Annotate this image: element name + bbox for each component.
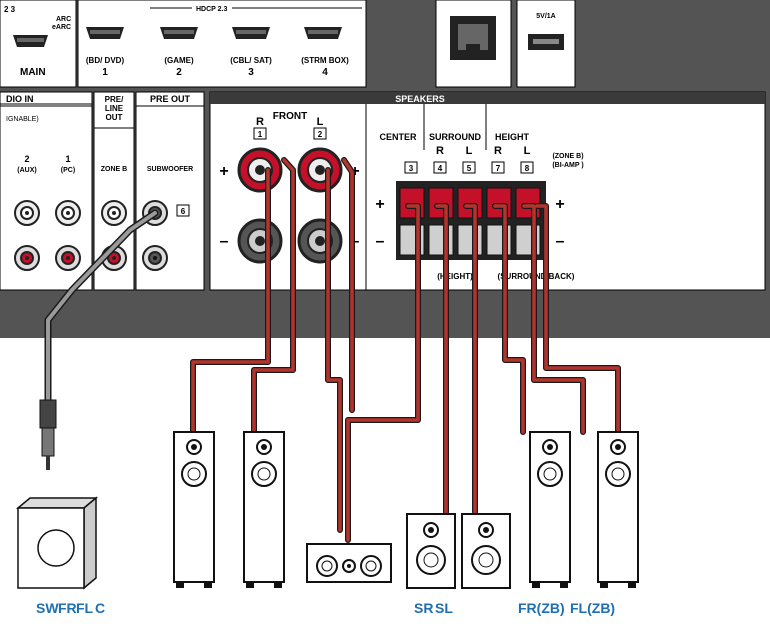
speaker-fr [173,431,215,588]
terminal-plus-left: + [375,196,384,213]
audio-in-2-num: 2 [24,154,29,164]
terminal-minus-right: – [556,233,565,250]
channel-number-boxes [404,161,534,174]
caption-sr: SR [414,600,433,616]
speaker-fl [243,431,285,588]
front-r-label: R [256,116,264,128]
terminal-minus-left: – [376,233,385,250]
hdmi-in-4-num: 4 [322,67,328,78]
center-num: 3 [409,164,414,173]
audio-in-1-num: 1 [65,154,70,164]
zone-b-label: (ZONE B) [552,153,583,160]
hdmi-in-1-port[interactable] [86,27,124,39]
speaker-sl [461,513,511,589]
caption-fr-zb: FR(ZB) [518,600,565,616]
front-l-num: 2 [318,130,323,139]
caption-sw: SW [36,600,59,616]
hdmi-in-3-num: 3 [248,67,254,78]
front-l-label: L [317,116,324,128]
hdmi-out-label: 2 3 [4,5,16,14]
usb-label: 5V/1A [536,13,555,20]
hdmi-main-port[interactable] [13,35,48,47]
height-r-label: R [494,145,502,157]
hdmi-in-1-num: 1 [102,67,108,78]
audio-in-1-name: (PC) [61,167,75,174]
pre-out-title: PRE OUT [150,94,191,104]
audio-in-2-name: (AUX) [17,167,36,174]
height-label: HEIGHT [495,132,530,142]
hdmi-in-section [77,0,367,88]
center-label: CENTER [379,132,417,142]
rca-jack-pc-white[interactable] [55,200,81,226]
pre-line-out-title-1: PRE/ [105,95,124,104]
surround-r-label: R [436,145,444,157]
pre-out-subwoofer: SUBWOOFER [147,166,193,173]
speakers-title: SPEAKERS [395,94,445,104]
front-r-num: 1 [258,130,263,139]
rca-jack-aux-red[interactable] [14,245,40,271]
pre-line-out-title-3: OUT [106,113,123,122]
rca-jack-aux-white[interactable] [14,200,40,226]
speaker-sr [406,513,456,589]
speaker-c [306,543,392,583]
hdcp-label: HDCP 2.3 [196,6,227,13]
surround-l-num: 5 [467,164,472,173]
hdmi-in-3-port[interactable] [232,27,270,39]
subwoofer-cable-plug [39,399,57,470]
hdmi-in-3-name: (CBL/ SAT) [230,56,272,65]
rca-jack-pc-red[interactable] [55,245,81,271]
lan-port[interactable] [450,16,496,60]
height-l-num: 8 [525,164,530,173]
speakers-title-bar [210,92,765,104]
front-l-minus-terminal[interactable] [297,218,343,264]
caption-fl: FL [76,600,94,616]
front-l-plus-terminal[interactable] [297,147,343,193]
surround-r-num: 4 [438,164,443,173]
speaker-fr-zb [529,431,571,588]
audio-in-title-bar [0,91,93,105]
speaker-captions: SW FR FL C SR SL FR(ZB) FL(ZB) [36,600,615,616]
arc-label: ARC [56,16,71,23]
pre-line-out-title-2: LINE [105,104,124,113]
front-plus-right: + [350,163,359,180]
speaker-fl-zb [597,431,639,588]
surround-l-label: L [466,145,473,157]
rca-jack-subwoofer-2[interactable] [142,245,168,271]
pre-line-out-zone: ZONE B [101,166,127,173]
caption-fr: FR [58,600,77,616]
hdmi-in-1-name: (BD/ DVD) [86,56,125,65]
terminal-plus-right: + [555,196,564,213]
usb-port[interactable] [528,34,564,50]
audio-in-title: DIO IN [6,94,34,104]
front-minus-left: – [220,233,229,250]
front-r-plus-terminal[interactable] [237,147,283,193]
hdmi-in-4-name: (STRM BOX) [301,56,349,65]
height-bottom-label: (HEIGHT) [437,272,473,281]
rca-jack-zone-b-white[interactable] [101,200,127,226]
front-label: FRONT [273,111,307,122]
hdmi-in-2-name: (GAME) [164,56,194,65]
speaker-wires [44,157,621,543]
hdmi-in-2-port[interactable] [160,27,198,39]
hdmi-main-label: MAIN [20,67,46,78]
front-plus-left: + [219,163,228,180]
bi-amp-label: (BI-AMP ) [552,162,583,169]
surround-label: SURROUND [429,132,482,142]
earc-label: eARC [52,24,71,31]
caption-sl: SL [435,600,453,616]
pre-out-num: 6 [181,207,186,216]
subwoofer [15,496,99,590]
audio-in-subtitle: IGNABLE) [6,116,39,123]
caption-fl-zb: FL(ZB) [570,600,615,616]
height-l-label: L [524,145,531,157]
front-minus-right: – [351,233,360,250]
caption-c: C [95,600,105,616]
hdmi-in-2-num: 2 [176,67,182,78]
hdmi-in-4-port[interactable] [304,27,342,39]
front-r-minus-terminal[interactable] [237,218,283,264]
height-r-num: 7 [496,164,501,173]
